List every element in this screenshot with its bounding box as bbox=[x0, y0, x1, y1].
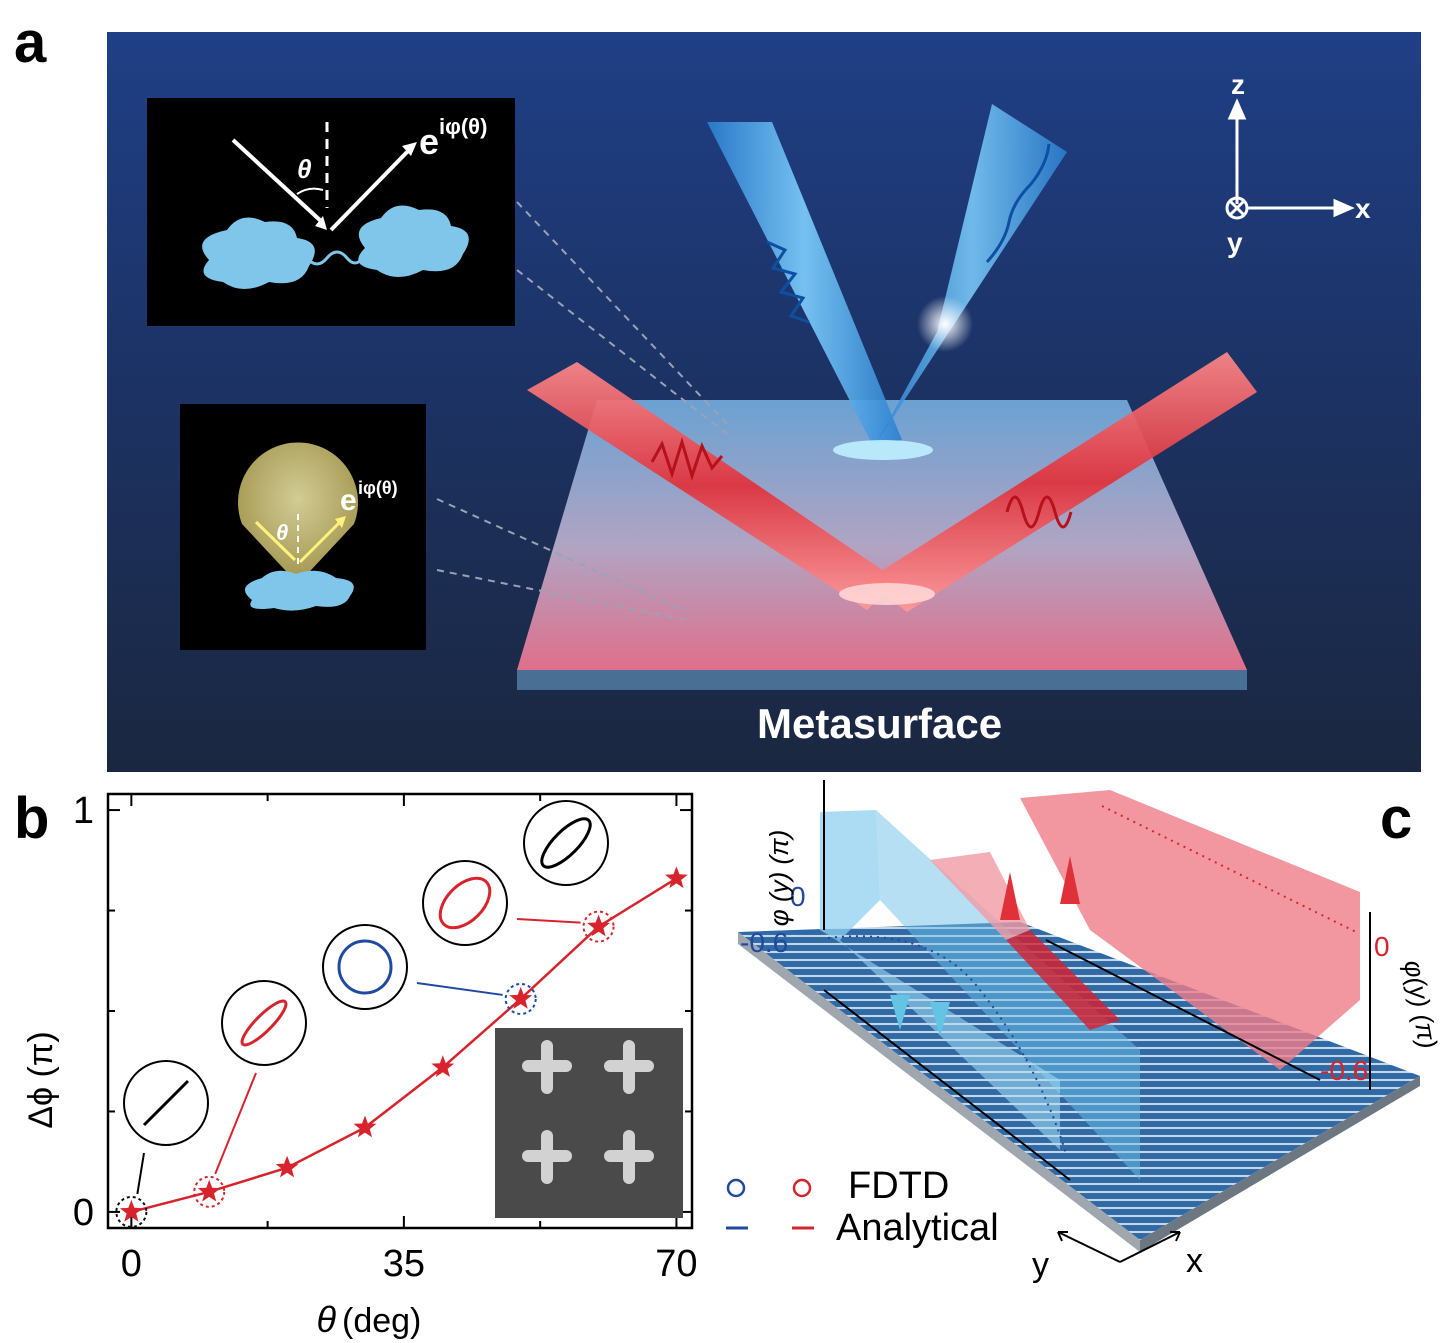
x-tick-label: 0 bbox=[121, 1243, 142, 1285]
blue-spot bbox=[833, 440, 933, 460]
blue-wave-out bbox=[985, 143, 1051, 264]
data-point-star bbox=[197, 1179, 221, 1202]
red-wave-in bbox=[650, 436, 724, 482]
inset-arrow bbox=[214, 1072, 257, 1175]
grating-plate-edge bbox=[738, 932, 1140, 1252]
data-point-star bbox=[587, 914, 610, 937]
metasurface-label: Metasurface bbox=[757, 700, 1003, 747]
polarization-inset bbox=[523, 800, 609, 886]
inset-bottom-exponent: iφ(θ) bbox=[358, 478, 398, 498]
axis-x-label: x bbox=[1355, 193, 1371, 224]
data-point-star bbox=[275, 1155, 299, 1178]
series-line bbox=[131, 877, 678, 1214]
y-tick-label: 1 bbox=[73, 790, 94, 832]
right-axis-tick-top: 0 bbox=[1374, 931, 1390, 962]
sem-inset bbox=[495, 1028, 683, 1218]
legend-fdtd-blue bbox=[726, 1178, 746, 1198]
inset-bottom-theta: θ bbox=[276, 520, 288, 545]
phase-chart: 0 35 70 0 1 Δϕ (π) θ (deg) bbox=[22, 790, 698, 1340]
legend-analytical-label: Analytical bbox=[836, 1207, 999, 1249]
data-point-star bbox=[665, 866, 688, 889]
red-reflected-beam bbox=[867, 352, 1257, 612]
legend-fdtd-label: FDTD bbox=[848, 1165, 949, 1207]
red-wave-out bbox=[1005, 495, 1073, 529]
inset-single: θ e iφ(θ) bbox=[180, 404, 426, 650]
left-axis-label: φ (y) (π) bbox=[764, 830, 794, 926]
highlight-ring bbox=[193, 1175, 226, 1208]
data-point-star bbox=[509, 986, 533, 1009]
plate-axis-y: y bbox=[1032, 1246, 1049, 1284]
polarization-inset bbox=[322, 924, 408, 1010]
inset-top-theta: θ bbox=[297, 154, 312, 184]
data-point-star bbox=[431, 1055, 455, 1077]
blue-phase-curve bbox=[827, 935, 1067, 1155]
inset-arrow bbox=[416, 982, 503, 996]
data-point-star bbox=[119, 1199, 143, 1222]
panel-b-letter: b bbox=[14, 786, 50, 851]
right-axis-tick-bottom: -0.6 bbox=[1320, 1055, 1368, 1086]
coordinate-axes bbox=[1225, 98, 1355, 220]
polarization-inset bbox=[221, 980, 307, 1066]
emission-glow bbox=[917, 296, 973, 352]
x-tick-label: 35 bbox=[383, 1243, 425, 1285]
data-point-star bbox=[353, 1115, 377, 1138]
red-incident-beam bbox=[527, 362, 897, 610]
blue-incident-beam bbox=[707, 122, 902, 444]
panel-c-letter: c bbox=[1380, 786, 1413, 851]
panel-a-letter: a bbox=[14, 10, 47, 75]
y-tick-label: 0 bbox=[73, 1192, 94, 1234]
polarization-circle bbox=[337, 939, 393, 995]
metasurface-slab-edge bbox=[517, 670, 1247, 690]
axis-y-label: y bbox=[1227, 227, 1243, 258]
inset-dimer: θ e iφ(θ) bbox=[147, 98, 515, 326]
left-axis-tick-bottom: -0.6 bbox=[740, 927, 788, 958]
highlight-ring bbox=[504, 982, 537, 1015]
inset-arrow bbox=[136, 1152, 145, 1195]
x-tick-label: 70 bbox=[655, 1243, 697, 1285]
red-phase-prism bbox=[1020, 790, 1360, 1070]
y-axis-label: Δϕ (π) bbox=[22, 1031, 60, 1128]
right-axis-label: φ(y) (π) bbox=[1398, 958, 1440, 1051]
inset-bottom-e: e bbox=[340, 484, 357, 517]
left-axis-tick-top: 0 bbox=[790, 881, 806, 912]
callout-line-bottom bbox=[436, 498, 688, 621]
legend-fdtd-red bbox=[792, 1178, 812, 1198]
phase-profile-canvas: 0 -0.6 φ (y) (π) 0 -0.6 φ(y) (π) FDTD An… bbox=[726, 780, 1440, 1284]
polarization-inset bbox=[422, 860, 508, 946]
axis-z-label: z bbox=[1231, 69, 1245, 100]
panel-c-illustration: 0 -0.6 φ (y) (π) 0 -0.6 φ(y) (π) FDTD An… bbox=[720, 780, 1440, 1343]
polarization-line bbox=[142, 1079, 190, 1127]
polarization-ellipse bbox=[540, 817, 592, 869]
plate-axis-x: x bbox=[1186, 1242, 1203, 1280]
panel-a-illustration: z x y θ e iφ(θ) θ e bbox=[107, 32, 1421, 772]
blue-phase-prism bbox=[820, 810, 880, 940]
blue-wave-in bbox=[766, 240, 810, 324]
polarization-ellipse bbox=[240, 999, 288, 1047]
illustration-canvas: z x y bbox=[436, 69, 1371, 690]
red-phase-line bbox=[1101, 805, 1357, 933]
polarization-ellipse bbox=[438, 876, 492, 930]
panel-b-chart: 0 35 70 0 1 Δϕ (π) θ (deg) bbox=[0, 780, 720, 1343]
x-axis-label-unit: (deg) bbox=[342, 1302, 421, 1340]
inset-top-exponent: iφ(θ) bbox=[439, 114, 487, 139]
inset-top-e: e bbox=[419, 121, 439, 162]
callout-line-top bbox=[516, 201, 728, 435]
x-axis-label-symbol: θ bbox=[316, 1299, 336, 1340]
inset-arrow bbox=[516, 918, 581, 924]
red-spot bbox=[839, 583, 935, 605]
blue-reflected-beam bbox=[877, 104, 1067, 442]
